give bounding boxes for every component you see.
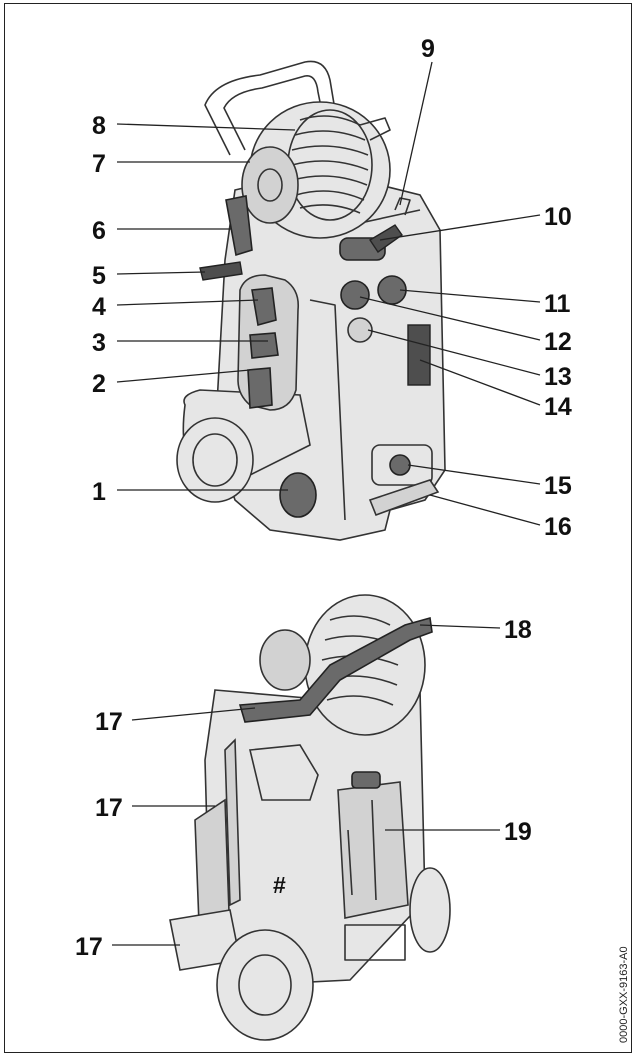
- leader-lines: [112, 61, 541, 946]
- leader-10: [379, 214, 541, 241]
- holder-clip-upper: [251, 287, 277, 327]
- leader-4: [116, 299, 259, 306]
- hose-windings: [291, 115, 369, 214]
- reel-guide: [359, 117, 391, 141]
- leader-9: [399, 61, 433, 206]
- label-17-lower: 17: [75, 933, 103, 961]
- leader-11: [399, 289, 541, 303]
- label-3: 3: [92, 329, 106, 357]
- body-edge-line: [309, 299, 346, 521]
- label-4: 4: [92, 293, 106, 321]
- label-17-middle: 17: [95, 794, 123, 822]
- label-16: 16: [544, 513, 572, 541]
- leader-12: [359, 296, 541, 341]
- label-19: 19: [504, 818, 532, 846]
- rear-left-wheel-hub: [238, 954, 292, 1016]
- rear-right-wheel: [409, 867, 451, 953]
- leader-18: [419, 624, 501, 629]
- machine-rear-view: [169, 594, 451, 1041]
- label-2: 2: [92, 370, 106, 398]
- label-7: 7: [92, 150, 106, 178]
- crank-handle: [225, 195, 253, 257]
- label-6: 6: [92, 217, 106, 245]
- holder-clip-lower: [247, 367, 273, 409]
- reel-axle: [257, 168, 283, 202]
- leader-14: [419, 359, 541, 406]
- water-inlet: [389, 454, 411, 476]
- rear-reel-disc: [259, 629, 311, 691]
- rear-left-wheel: [216, 929, 314, 1041]
- label-10: 10: [544, 203, 572, 231]
- label-8: 8: [92, 112, 106, 140]
- tank-tube: [347, 799, 377, 901]
- leader-13: [367, 329, 541, 376]
- leader-5: [116, 271, 206, 275]
- foot-bar: [368, 479, 440, 517]
- label-11: 11: [544, 290, 571, 318]
- label-17-upper: 17: [95, 708, 123, 736]
- label-14: 14: [544, 393, 572, 421]
- main-switch: [279, 472, 317, 518]
- leader-2: [116, 369, 251, 383]
- crank-knob: [199, 261, 243, 281]
- holder-clip-middle: [249, 332, 279, 359]
- hash-mark: #: [273, 872, 286, 898]
- image-code: 0000-GXX-9163-A0: [618, 946, 630, 1043]
- leader-8: [116, 123, 296, 131]
- left-wheel: [176, 417, 254, 503]
- rear-grille: [344, 924, 406, 961]
- machine-front-view: [176, 60, 446, 541]
- label-5: 5: [92, 262, 106, 290]
- label-1: 1: [92, 478, 106, 506]
- label-9: 9: [421, 35, 435, 63]
- gun-body: [249, 744, 319, 801]
- leader-17a: [131, 707, 256, 721]
- label-18: 18: [504, 616, 532, 644]
- lance-pipe: [224, 738, 241, 907]
- top-handle-inner: [223, 75, 323, 151]
- selector-knob-left: [340, 280, 370, 310]
- callout-labels: 1 2 3 4 5 6 7 8 9 10 11 12 13 14 15 16 1…: [75, 35, 630, 1043]
- leader-16: [429, 494, 541, 526]
- lance-tip: [394, 197, 411, 216]
- label-15: 15: [544, 472, 572, 500]
- top-handle: [204, 60, 336, 156]
- indicator-lamp: [347, 317, 373, 343]
- label-13: 13: [544, 363, 572, 391]
- side-grille: [407, 324, 431, 386]
- leader-15: [407, 464, 541, 485]
- detachable-handle: [238, 616, 433, 723]
- label-12: 12: [544, 328, 572, 356]
- tank-cap: [351, 771, 381, 789]
- left-wheel-hub: [192, 433, 238, 487]
- reel-crank-disc: [241, 146, 299, 224]
